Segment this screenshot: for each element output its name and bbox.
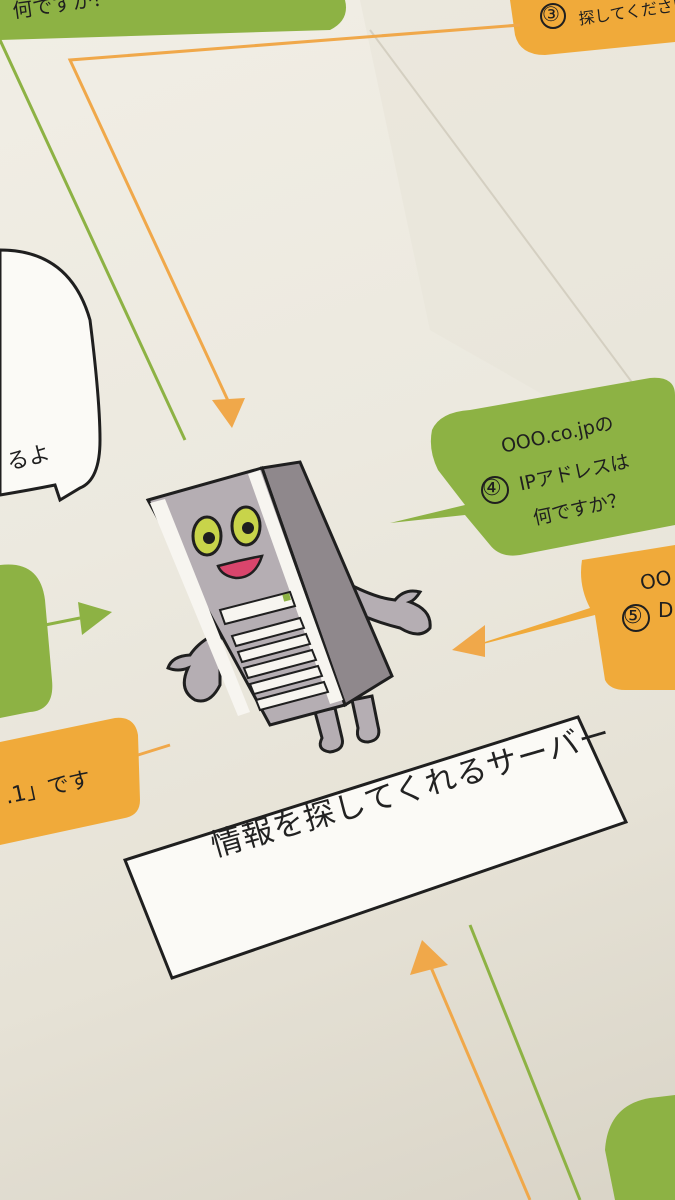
step5-line2: D	[658, 598, 674, 622]
step4-circle	[481, 476, 509, 504]
front-stripe-right	[248, 470, 343, 704]
step4-number: ④	[482, 476, 502, 501]
top-left-green-bubble	[0, 0, 346, 40]
orange-arrowhead-left	[452, 625, 485, 657]
top-right-orange-bubble	[510, 0, 675, 55]
front-stripe-left	[150, 499, 250, 716]
left-leg	[313, 706, 344, 754]
right-leg	[350, 694, 381, 744]
right-arm	[342, 579, 432, 636]
orange-arrowhead-up	[410, 940, 448, 975]
vent-slot-3	[242, 648, 318, 680]
power-led	[282, 593, 291, 602]
page-gutter-shadow	[360, 0, 675, 470]
right-pupil	[242, 522, 254, 534]
green-line-left	[0, 39, 187, 441]
left-green-bubble	[0, 564, 53, 718]
vent-slot-4	[248, 664, 324, 696]
mouth	[216, 554, 264, 580]
server-label-box	[123, 715, 629, 980]
left-orange-bubble	[0, 717, 140, 845]
vent-slot-5	[254, 680, 330, 712]
step4-green-bubble	[390, 377, 675, 556]
orange-connector-left	[137, 743, 171, 757]
bottom-right-green-bubble	[605, 1095, 675, 1200]
left-arm	[166, 629, 222, 703]
orange-arrow-line-top	[67, 23, 521, 406]
step5-number: ⑤	[623, 604, 643, 629]
green-arrow-line-right	[29, 616, 81, 630]
orange-arrowhead-down	[212, 398, 245, 428]
green-line-bottom	[468, 924, 582, 1200]
vent-slot-1	[230, 616, 306, 648]
orange-arrow-line-bottom	[428, 964, 532, 1200]
left-speech-bubble	[0, 248, 102, 503]
left-pupil	[203, 532, 215, 544]
server-character	[145, 460, 432, 754]
green-arrowhead-right	[78, 602, 112, 635]
step5-orange-bubble	[460, 545, 675, 690]
top-right-bubble-number: ③	[542, 2, 560, 26]
page-fold-line	[369, 29, 661, 421]
step3-circle	[540, 3, 566, 29]
vent-slot-2	[236, 632, 312, 664]
step5-circle	[622, 604, 650, 632]
drive-panel	[218, 590, 297, 626]
